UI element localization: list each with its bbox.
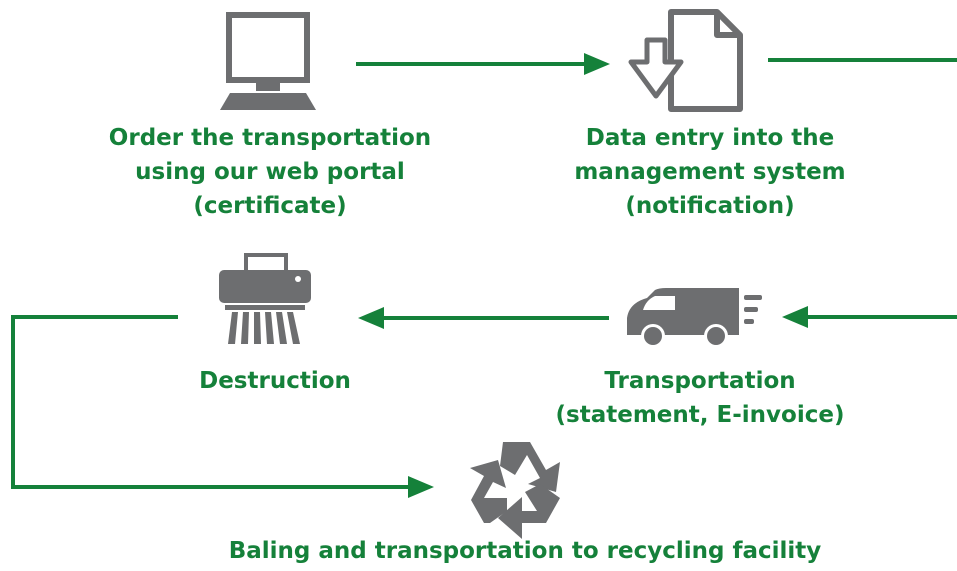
step-order-label: Order the transportation using our web p… [60, 121, 480, 223]
step-destruction-label: Destruction [140, 364, 410, 398]
step-transportation-label: Transportation (statement, E-invoice) [520, 364, 880, 432]
step-transportation-line-2: (statement, E-invoice) [555, 402, 845, 428]
recycle-icon [470, 442, 560, 539]
step-baling-line-1: Baling and transportation to recycling f… [228, 538, 822, 564]
step-data-entry-line-3: (notification) [625, 193, 795, 219]
arrow-transport-to-destruction [358, 307, 609, 329]
shredder-icon [219, 253, 311, 344]
computer-icon [220, 12, 316, 110]
step-order-line-1: Order the transportation [108, 125, 432, 151]
step-data-entry-label: Data entry into the management system (n… [510, 121, 910, 223]
delivery-van-icon [627, 288, 762, 348]
arrow-destruction-to-recycle [11, 315, 434, 498]
step-transportation-line-1: Transportation [604, 368, 796, 394]
step-data-entry-line-1: Data entry into the [585, 125, 835, 151]
step-destruction-line-1: Destruction [199, 368, 351, 394]
step-order-line-3: (certificate) [193, 193, 347, 219]
arrow-right-edge-to-transport [782, 306, 957, 328]
step-order-line-2: using our web portal [135, 159, 405, 185]
step-data-entry-line-2: management system [574, 159, 846, 185]
document-download-icon [628, 9, 743, 112]
arrow-order-to-data [356, 53, 610, 75]
step-baling-label: Baling and transportation to recycling f… [130, 534, 920, 568]
